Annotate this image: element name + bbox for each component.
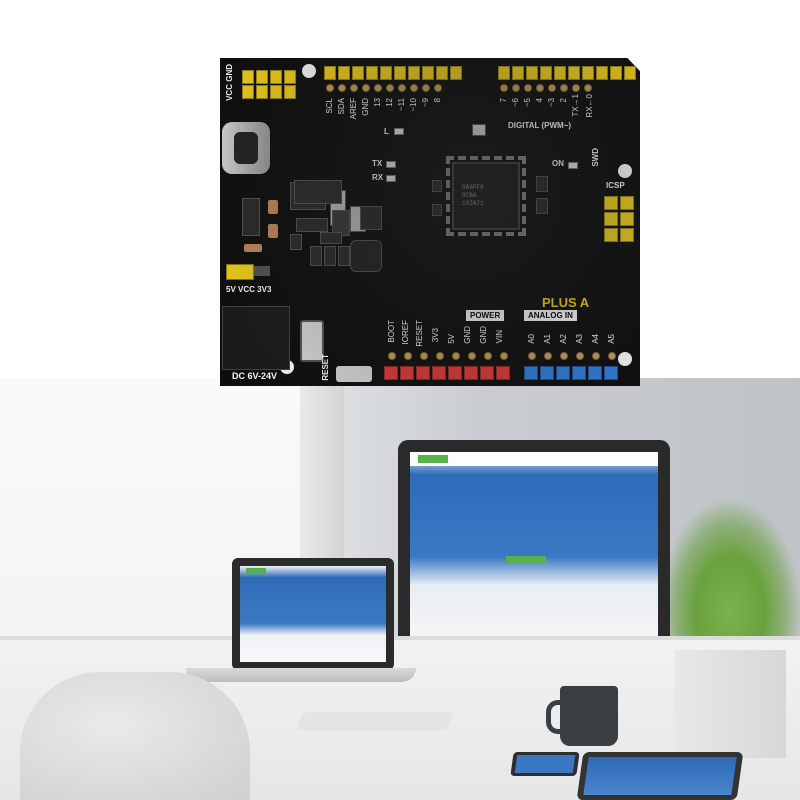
reset-button-label: RESET <box>321 354 330 381</box>
digital-header-high <box>324 66 462 80</box>
tablet <box>576 752 744 800</box>
laptop-base <box>186 668 416 682</box>
pin-label: AREF <box>349 98 358 120</box>
power-led <box>568 162 578 169</box>
analog-header <box>524 366 618 380</box>
l-led-label: L <box>384 127 389 136</box>
pin-label: ~10 <box>409 98 418 112</box>
pin-label: 5V <box>447 334 456 344</box>
plant-pot <box>674 650 786 758</box>
pin-label: ~6 <box>511 98 520 108</box>
monitor-screen <box>410 452 658 642</box>
pin-label: GND <box>463 326 472 344</box>
power-header <box>384 366 510 380</box>
pin-label: TX→1 <box>571 94 580 117</box>
rx-led <box>386 175 396 182</box>
vcc-gnd-header <box>242 70 296 84</box>
pin-label: VIN <box>495 330 504 344</box>
board-name: PLUS A <box>542 295 590 310</box>
on-label: ON <box>552 159 564 168</box>
pin-label: 13 <box>373 98 382 107</box>
office-chair <box>20 672 250 800</box>
smartphone <box>510 752 580 776</box>
tx-label: TX <box>372 159 383 168</box>
pin-label: ~11 <box>397 98 406 111</box>
mounting-hole <box>618 352 632 366</box>
pin-label: SCL <box>325 98 334 114</box>
pin-label: 4 <box>535 98 544 103</box>
digital-label: DIGITAL (PWM~) <box>508 121 572 130</box>
dc-input-label: DC 6V-24V <box>232 371 278 381</box>
tx-led <box>386 161 396 168</box>
microcontroller-board: VCC GND SCL SDA AREF GND 13 12 ~11 ~10 ~… <box>220 58 640 386</box>
mounting-hole <box>618 164 632 178</box>
pin-label: A2 <box>559 334 568 344</box>
crystal <box>472 124 486 136</box>
usb-c-port[interactable] <box>222 122 270 174</box>
keyboard <box>296 712 454 730</box>
pin-label: A5 <box>607 334 616 344</box>
pin-label: A0 <box>527 334 536 344</box>
pin-label: 8 <box>433 98 442 103</box>
swd-label: SWD <box>591 148 600 167</box>
pin-label: 3V3 <box>431 328 440 343</box>
icsp-header <box>604 196 634 242</box>
pin-label: A4 <box>591 334 600 344</box>
laptop <box>232 558 394 670</box>
pin-label: IOREF <box>401 320 410 345</box>
pin-label: ~9 <box>421 98 430 108</box>
boot-button[interactable] <box>336 366 372 382</box>
mounting-hole <box>302 64 316 78</box>
desktop-monitor <box>398 440 670 690</box>
pin-label: SDA <box>337 98 346 115</box>
icsp-label: ICSP <box>606 181 625 190</box>
power-select-label: 5V VCC 3V3 <box>226 285 272 294</box>
pin-label: A3 <box>575 334 584 344</box>
vcc-gnd-label: VCC GND <box>225 64 234 101</box>
l-led <box>394 128 404 135</box>
pin-label: GND <box>479 326 488 344</box>
pin-label: 7 <box>499 98 508 103</box>
power-select-jumper[interactable] <box>226 264 254 280</box>
analog-header-label: ANALOG IN <box>524 310 577 321</box>
plant <box>660 500 800 660</box>
pin-label: A1 <box>543 334 552 344</box>
power-header-label: POWER <box>466 310 505 321</box>
pin-label: BOOT <box>387 320 396 343</box>
microcontroller-chip: RA8PF8 RCBA 10ZA71 <box>446 156 526 236</box>
reset-button[interactable] <box>300 320 324 362</box>
pin-label: GND <box>361 98 370 116</box>
coffee-mug <box>546 686 618 746</box>
pin-label: 12 <box>385 98 394 107</box>
pin-label: ~3 <box>547 98 556 108</box>
rx-label: RX <box>372 173 384 182</box>
dc-power-jack[interactable] <box>222 306 290 370</box>
pin-label: ~5 <box>523 98 532 108</box>
pin-label: RESET <box>415 320 424 347</box>
inductor <box>350 240 382 272</box>
pin-label: 2 <box>559 98 568 103</box>
pin-label: RX←0 <box>585 94 594 118</box>
digital-header-low <box>498 66 636 80</box>
laptop-screen <box>240 566 386 662</box>
